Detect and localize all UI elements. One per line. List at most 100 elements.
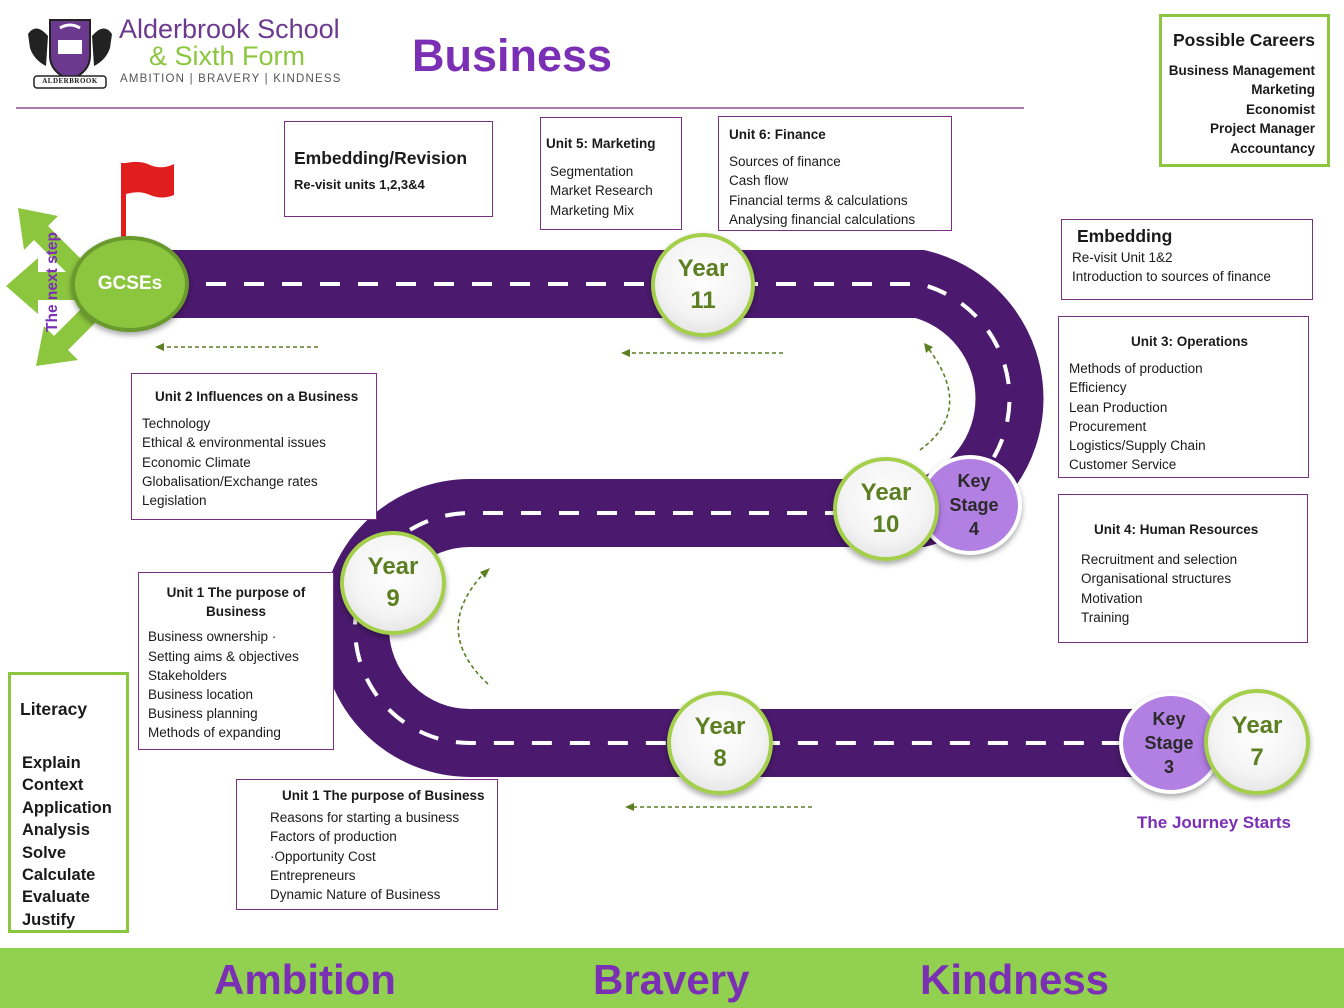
unit2-item: Legislation xyxy=(142,493,207,509)
careers-title: Possible Careers xyxy=(1172,30,1315,50)
ks-label: Stage xyxy=(949,495,999,515)
unit4-item: Organisational structures xyxy=(1081,571,1232,587)
flag-icon xyxy=(126,161,174,198)
unit5-item: Segmentation xyxy=(550,164,634,180)
career-item: Marketing xyxy=(1251,82,1315,98)
year-label: Year xyxy=(694,713,746,740)
flag-pole xyxy=(121,163,126,237)
unit1-y8-item: Factors of production xyxy=(270,829,397,845)
road-center-line xyxy=(130,282,1170,745)
unit6-item: Financial terms & calculations xyxy=(729,192,908,208)
embedding-item: Introduction to sources of finance xyxy=(1072,269,1271,285)
unit1-y9-item: Business planning xyxy=(148,706,258,722)
arrow-heads xyxy=(155,343,933,811)
embedding-box: Embedding Re-visit Unit 1&2 Introduction… xyxy=(1061,219,1313,300)
literacy-item: Explain xyxy=(22,754,81,772)
embedding-title: Embedding xyxy=(1077,226,1173,246)
unit3-item: Logistics/Supply Chain xyxy=(1069,438,1206,454)
embedding-item: Re-visit Unit 1&2 xyxy=(1072,250,1173,266)
unit1-y9-item: Business ownership · xyxy=(148,629,277,645)
school-motto: AMBITION | BRAVERY | KINDNESS xyxy=(120,73,342,85)
year11-milestone: Year 11 xyxy=(651,233,755,337)
unit6-item: Analysing financial calculations xyxy=(729,211,916,227)
unit3-item: Customer Service xyxy=(1069,457,1177,473)
ks-number: 4 xyxy=(968,519,979,539)
career-item: Economist xyxy=(1245,101,1315,117)
year-label: Year xyxy=(860,479,912,506)
gcse-label: GCSEs xyxy=(97,273,163,294)
year-number: 10 xyxy=(872,511,900,538)
unit2-item: Technology xyxy=(142,416,211,432)
literacy-item: Context xyxy=(22,776,84,795)
year-label: Year xyxy=(677,255,729,282)
unit2-title: Unit 2 Influences on a Business xyxy=(155,389,359,404)
unit1-y8-item: Dynamic Nature of Business xyxy=(270,887,441,903)
literacy-item: Justify xyxy=(22,910,76,929)
unit5-item: Market Research xyxy=(550,183,653,199)
literacy-list: Explain Context Application Analysis Sol… xyxy=(22,752,112,931)
next-step-label: The next step xyxy=(44,232,61,332)
unit1-y9-item: Stakeholders xyxy=(148,667,227,683)
unit4-item: Recruitment and selection xyxy=(1081,552,1238,568)
literacy-item: Analysis xyxy=(22,821,90,840)
year-number: 7 xyxy=(1250,744,1264,771)
year7-milestone: Year 7 xyxy=(1204,689,1310,795)
unit5-title: Unit 5: Marketing xyxy=(546,136,656,151)
unit1-y8-item: Reasons for starting a business xyxy=(270,810,460,826)
page-title: Business xyxy=(412,30,613,81)
careers-list: Business Management Marketing Economist … xyxy=(1169,61,1315,158)
unit1-y9-box: Unit 1 The purpose of Business Business … xyxy=(138,572,334,750)
unit4-item: Motivation xyxy=(1081,590,1143,606)
literacy-item: Solve xyxy=(22,843,67,862)
unit1-y8-item: Entrepreneurs xyxy=(270,867,356,883)
ks-label: Key xyxy=(957,471,991,491)
unit3-item: Methods of production xyxy=(1069,361,1203,377)
journey-starts-label: The Journey Starts xyxy=(1137,813,1291,832)
unit3-box: Unit 3: Operations Methods of production… xyxy=(1058,316,1309,478)
unit4-box: Unit 4: Human Resources Recruitment and … xyxy=(1058,494,1308,643)
year-number: 8 xyxy=(713,745,727,772)
literacy-box: Literacy Explain Context Application Ana… xyxy=(8,672,129,933)
footer-value: Kindness xyxy=(920,956,1110,1003)
literacy-item: Evaluate xyxy=(22,888,90,907)
school-name-line2: & Sixth Form xyxy=(149,41,306,71)
year-label: Year xyxy=(367,553,419,580)
unit1-y9-item: Business location xyxy=(148,687,254,703)
school-crest-icon xyxy=(20,14,120,90)
literacy-item: Calculate xyxy=(22,866,96,885)
unit1-y9-title: Business xyxy=(205,604,267,620)
unit1-y8-item: ·Opportunity Cost xyxy=(270,848,376,864)
unit3-item: Efficiency xyxy=(1069,380,1127,396)
unit6-box: Unit 6: Finance Sources of finance Cash … xyxy=(718,116,952,231)
literacy-title: Literacy xyxy=(20,699,88,719)
direction-arrows xyxy=(162,346,951,808)
unit6-title: Unit 6: Finance xyxy=(729,127,826,142)
unit2-box: Unit 2 Influences on a Business Technolo… xyxy=(131,373,377,520)
literacy-item: Application xyxy=(22,798,112,817)
career-item: Accountancy xyxy=(1230,140,1315,156)
embedding-revision-box: Embedding/Revision Re-visit units 1,2,3&… xyxy=(284,121,493,217)
crest-banner-text: ALDERBROOK xyxy=(42,77,98,85)
ks-label: Key xyxy=(1152,709,1186,729)
year8-milestone: Year 8 xyxy=(667,691,773,795)
unit2-item: Ethical & environmental issues xyxy=(142,435,326,451)
year-label: Year xyxy=(1231,712,1283,739)
careers-box: Possible Careers Business Management Mar… xyxy=(1159,14,1330,167)
year-number: 9 xyxy=(386,585,400,612)
unit4-title: Unit 4: Human Resources xyxy=(1094,522,1259,537)
unit1-y9-item: Methods of expanding xyxy=(148,725,281,741)
year9-milestone: Year 9 xyxy=(340,531,446,635)
ks-number: 3 xyxy=(1163,757,1174,777)
unit2-item: Economic Climate xyxy=(142,454,251,470)
unit4-item: Training xyxy=(1081,609,1130,625)
unit1-y8-title: Unit 1 The purpose of Business xyxy=(282,788,485,803)
footer-banner: Ambition Bravery Kindness xyxy=(0,948,1344,1008)
unit3-item: Procurement xyxy=(1069,418,1147,434)
unit1-y8-box: Unit 1 The purpose of Business Reasons f… xyxy=(236,779,498,910)
footer-value: Bravery xyxy=(593,956,750,1003)
unit5-item: Marketing Mix xyxy=(550,202,635,218)
career-item: Project Manager xyxy=(1209,121,1315,137)
unit2-item: Globalisation/Exchange rates xyxy=(142,473,318,489)
career-item: Business Management xyxy=(1168,63,1315,78)
